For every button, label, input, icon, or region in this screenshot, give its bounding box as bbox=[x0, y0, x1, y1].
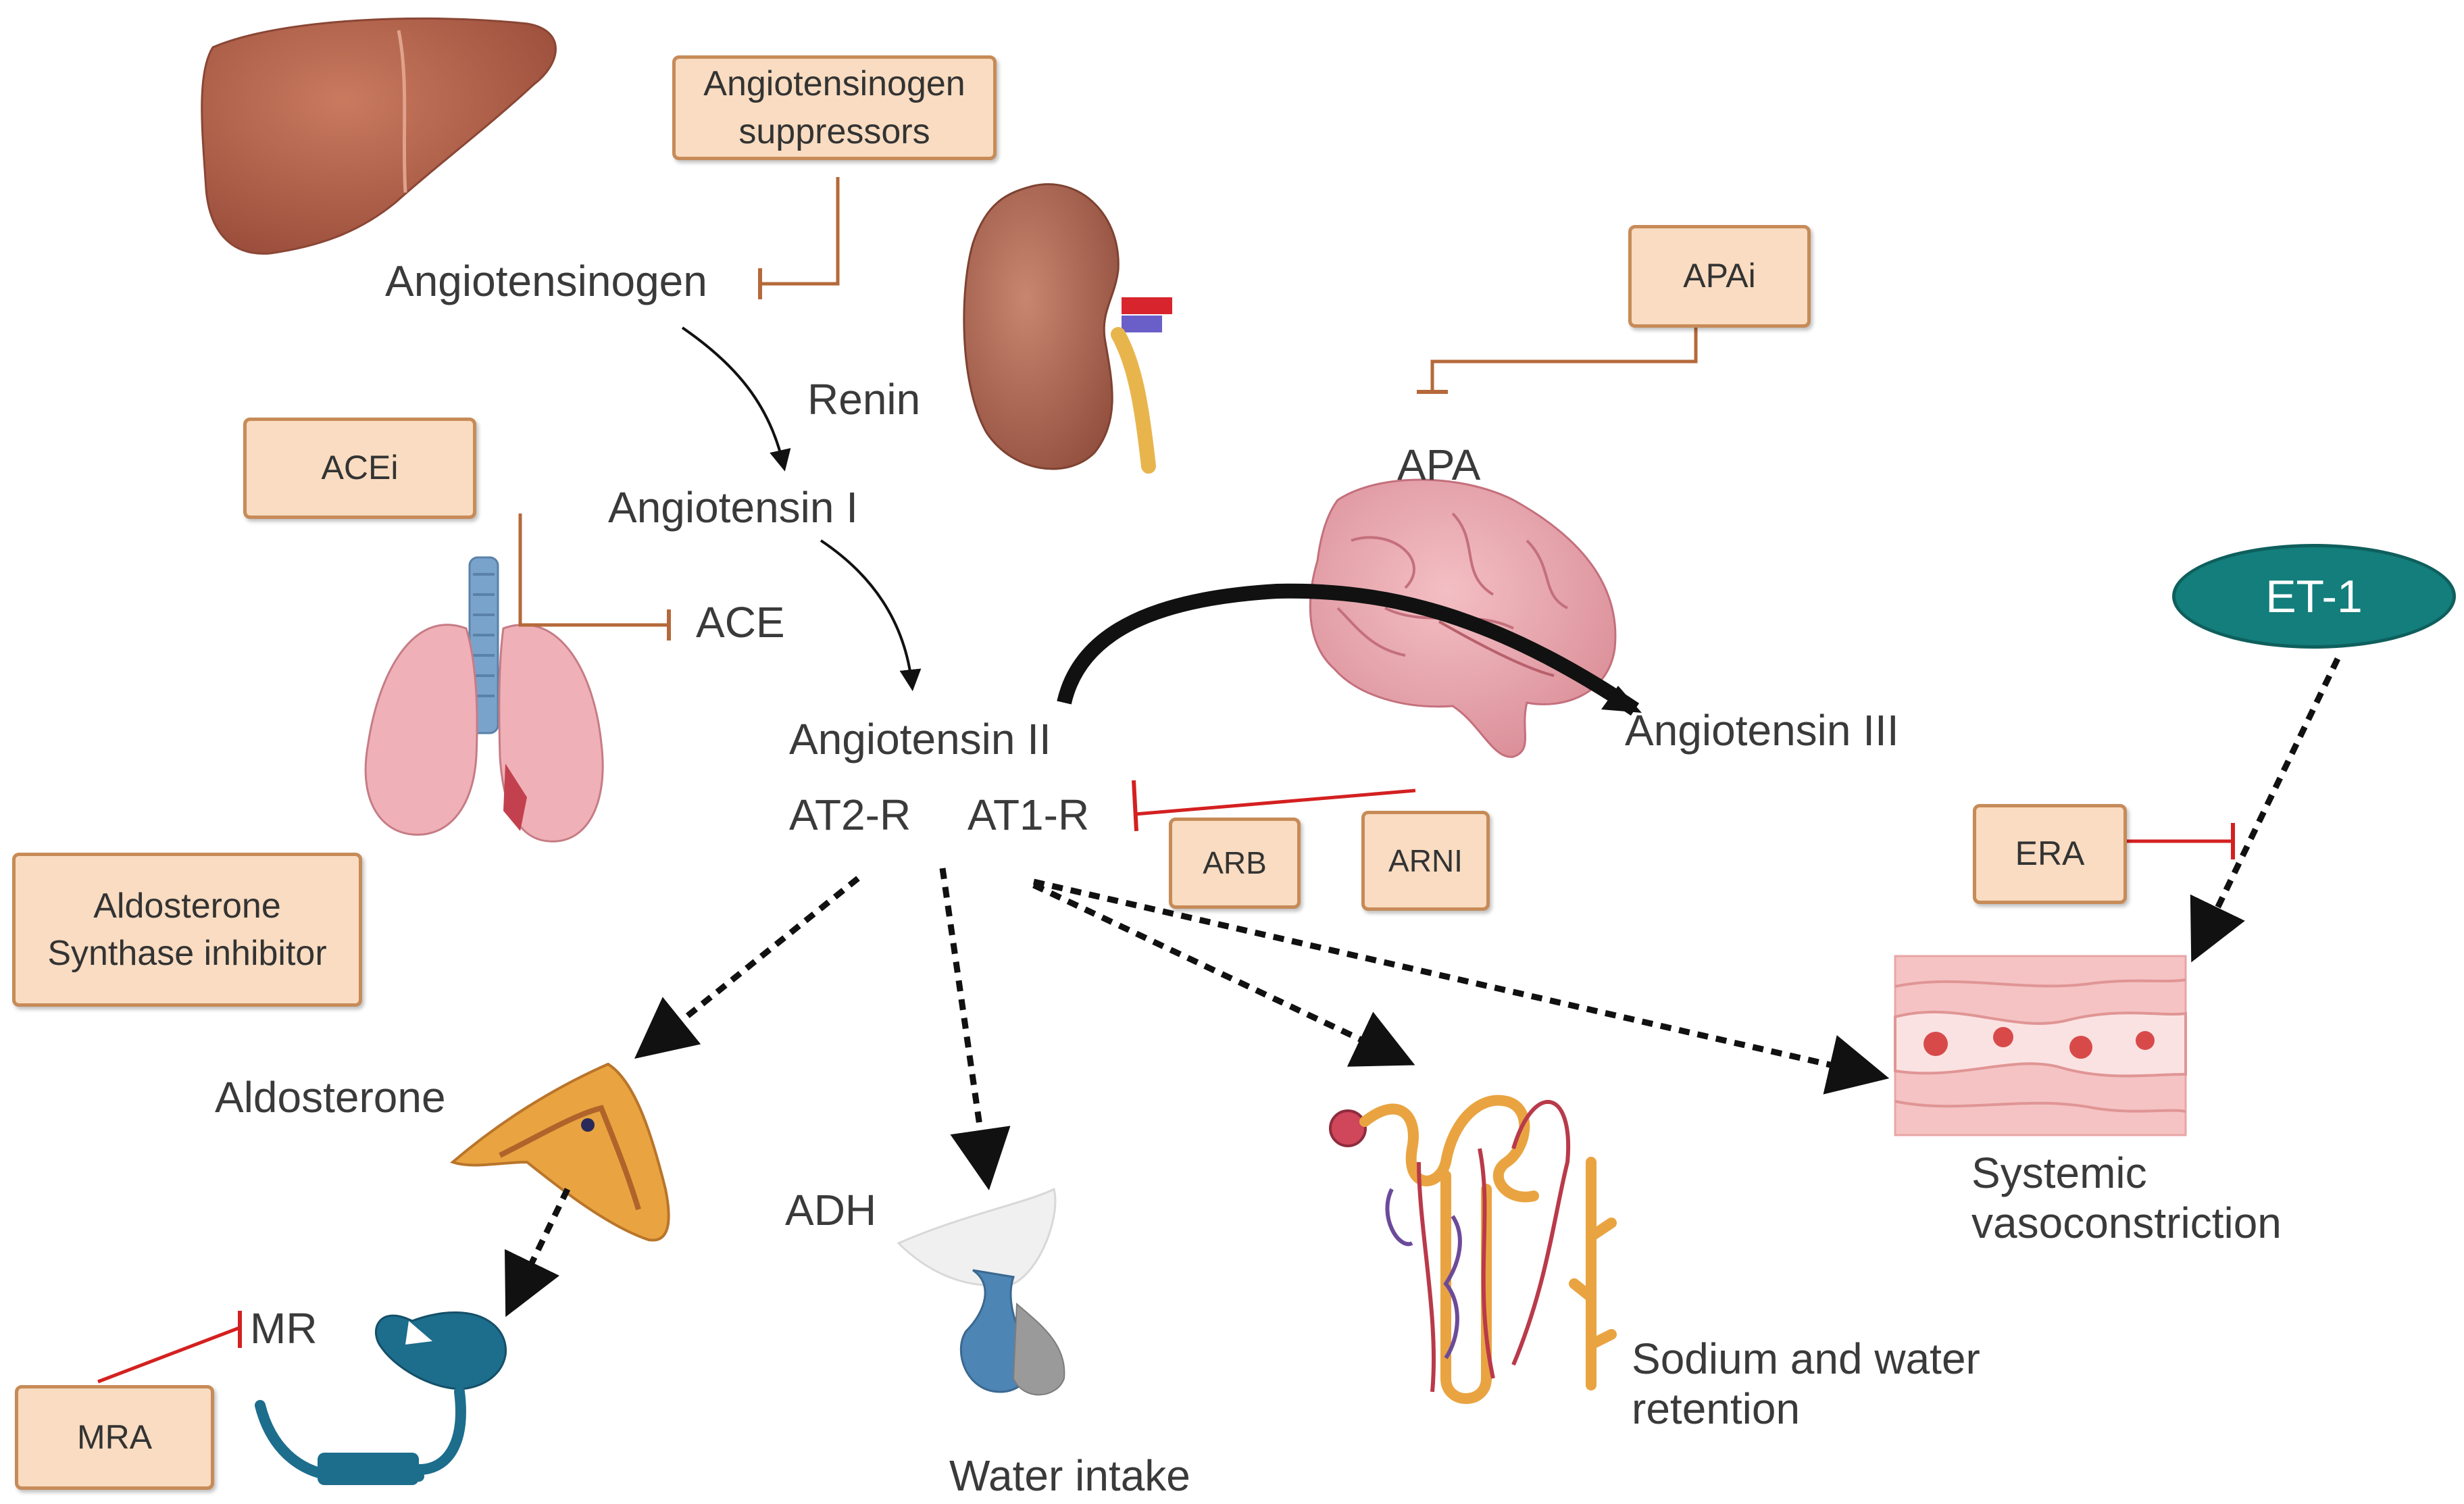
pituitary-icon bbox=[897, 1187, 1065, 1396]
sodium-water-retention-label: Sodium and water retention bbox=[1632, 1334, 1980, 1433]
adh-label: ADH bbox=[785, 1186, 877, 1234]
arrow-angiotensinogen-to-angiotensin1 bbox=[681, 326, 791, 472]
water-intake-label: Water intake bbox=[949, 1451, 1190, 1500]
inhibitor-line-angiotensinogen-suppressors bbox=[760, 177, 840, 286]
blood-vessel-icon bbox=[1894, 955, 2187, 1136]
dotted-arrow-to-sodium-retention bbox=[1032, 882, 1415, 1067]
angiotensin-2-label: Angiotensin II bbox=[789, 715, 1051, 763]
arrow-angiotensin1-to-angiotensin2 bbox=[820, 539, 922, 691]
apai-box: APAi bbox=[1628, 225, 1811, 328]
kidney-icon bbox=[963, 183, 1172, 474]
arrow-angiotensin2-to-angiotensin3 bbox=[1057, 583, 1640, 716]
dotted-arrow-to-adh bbox=[939, 868, 1011, 1190]
systemic-vasoconstriction-label: Systemic vasoconstriction bbox=[1971, 1149, 2282, 1247]
dotted-arrow-to-aldosterone bbox=[634, 876, 860, 1059]
mr-label: MR bbox=[250, 1304, 318, 1353]
angiotensin-1-label: Angiotensin I bbox=[608, 483, 859, 532]
apa-label: APA bbox=[1397, 441, 1481, 489]
dotted-arrow-aldosterone-to-mr bbox=[504, 1188, 571, 1318]
acei-box: ACEi bbox=[243, 418, 476, 519]
renin-label: Renin bbox=[807, 375, 921, 424]
arni-box: ARNI bbox=[1361, 811, 1490, 911]
receptor-icon bbox=[255, 1311, 507, 1485]
mra-box: MRA bbox=[15, 1385, 214, 1490]
inhibitor-line-mra bbox=[97, 1326, 241, 1384]
lungs-icon bbox=[364, 556, 604, 843]
inhibitor-line-apai bbox=[1430, 328, 1698, 392]
at2r-label: AT2-R bbox=[789, 791, 911, 839]
angiotensin-3-label: Angiotensin III bbox=[1625, 706, 1899, 755]
at1r-label: AT1-R bbox=[967, 791, 1090, 839]
inhibitor-line-arb-arni bbox=[1134, 788, 1416, 816]
aldosterone-label: Aldosterone bbox=[215, 1073, 446, 1122]
adrenal-gland-icon bbox=[450, 1062, 670, 1242]
era-box: ERA bbox=[1973, 804, 2127, 904]
nephron-icon bbox=[1329, 1095, 1617, 1404]
arb-box: ARB bbox=[1169, 818, 1301, 909]
ace-label: ACE bbox=[696, 598, 785, 647]
aldosterone-synthase-inhibitor-box: Aldosterone Synthase inhibitor bbox=[12, 853, 362, 1007]
inhibitor-line-acei bbox=[518, 513, 669, 627]
et1-ellipse: ET-1 bbox=[2172, 544, 2456, 649]
dotted-arrow-et1-to-vessel bbox=[2190, 657, 2341, 963]
angiotensinogen-label: Angiotensinogen bbox=[385, 257, 707, 305]
liver-icon bbox=[201, 17, 557, 255]
angiotensinogen-suppressors-box: Angiotensinogen suppressors bbox=[672, 55, 997, 160]
